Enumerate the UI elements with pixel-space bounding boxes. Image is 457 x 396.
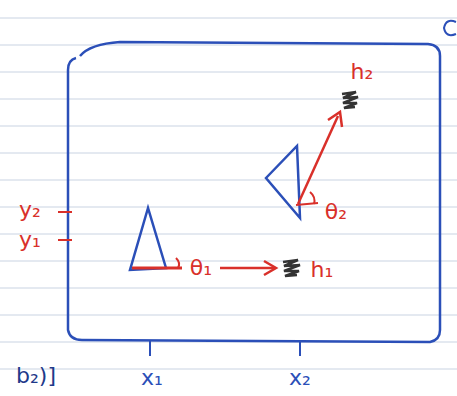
landmark-label: h₂ (349, 60, 376, 84)
landmark-scribble (283, 260, 300, 276)
x-tick (299, 340, 301, 356)
axis-label: x₁ (139, 366, 165, 390)
partial-mark (444, 21, 456, 35)
arrow-head (328, 112, 342, 127)
angle-label: θ₂ (323, 200, 349, 224)
room-outline (68, 42, 440, 342)
landmark-scribble (342, 92, 358, 108)
arrow-head (264, 261, 276, 275)
bearing-arrow (220, 267, 274, 270)
y-tick (58, 239, 72, 241)
angle-arc (176, 258, 179, 268)
axis-label: y₂ (17, 198, 43, 222)
bearing-arrow (298, 116, 338, 204)
y-tick (58, 211, 72, 213)
landmark-label: h₁ (309, 258, 336, 282)
heading-line (132, 267, 182, 270)
formula-fragment: b₂)] (14, 364, 58, 388)
x-tick (149, 340, 151, 356)
angle-label: θ₁ (188, 256, 214, 280)
robot-triangle (130, 208, 166, 270)
angle-arc (310, 192, 315, 204)
robot-triangle (266, 146, 300, 218)
paper-lines (0, 18, 457, 369)
axis-label: y₁ (17, 228, 43, 252)
axis-label: x₂ (287, 366, 313, 390)
